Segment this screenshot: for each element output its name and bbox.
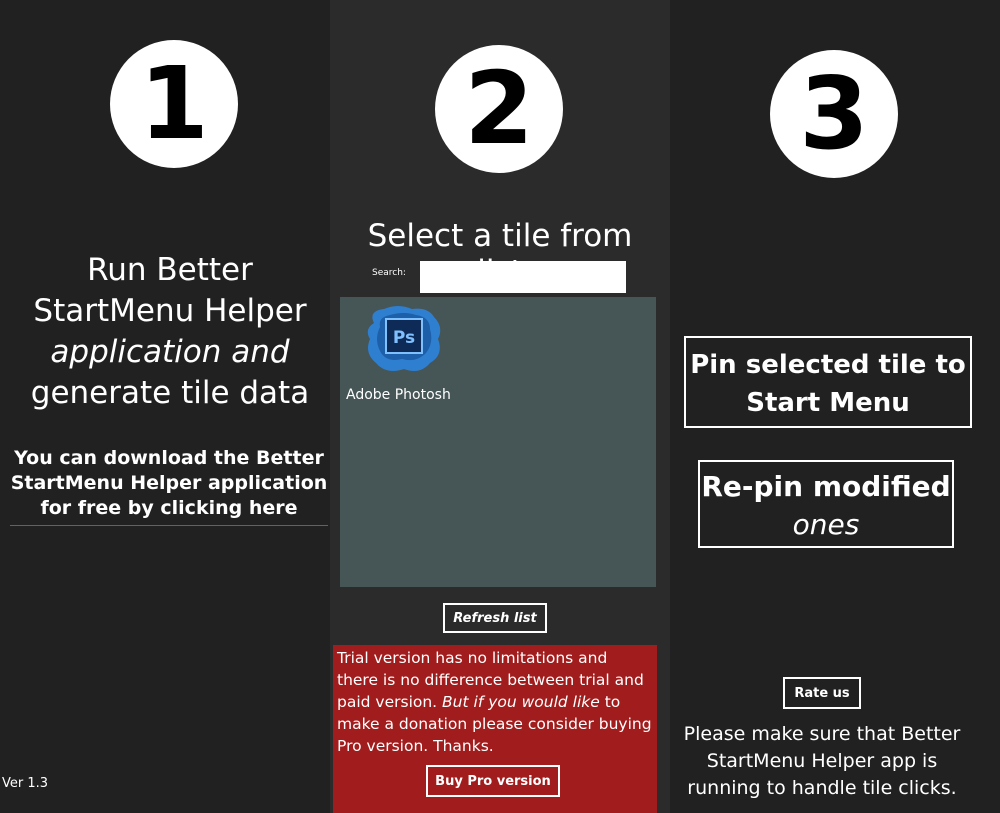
step-3-circle: 3	[770, 50, 898, 178]
search-label: Search:	[372, 268, 406, 278]
rate-us-button[interactable]: Rate us	[783, 677, 861, 709]
trial-text-italic: But if you would like	[442, 693, 600, 711]
step-2-panel: 2 Select a tile from list Search: Ps Ado…	[330, 0, 670, 813]
step-1-panel: 1 Run Better StartMenu Helper applicatio…	[0, 0, 330, 813]
version-label: Ver 1.3	[2, 776, 49, 791]
search-input[interactable]	[420, 261, 626, 293]
step-3-panel: 3 Pin selected tile to Start Menu Re-pin…	[670, 0, 1000, 813]
step-2-circle: 2	[435, 45, 563, 173]
run-line-2: StartMenu Helper	[33, 293, 307, 329]
run-helper-instructions: Run Better StartMenu Helper application …	[20, 250, 320, 414]
run-line-1: Run Better	[87, 252, 253, 288]
download-helper-link[interactable]: You can download the Better StartMenu He…	[10, 446, 328, 526]
run-line-3: application and	[50, 334, 290, 370]
refresh-list-button[interactable]: Refresh list	[443, 603, 547, 633]
repin-label-line-1: Re-pin modified	[701, 470, 951, 503]
trial-notice: Trial version has no limitations and the…	[333, 645, 657, 813]
photoshop-icon: Ps	[367, 306, 441, 371]
helper-running-note: Please make sure that Better StartMenu H…	[683, 723, 961, 799]
tile-list[interactable]: Ps Adobe Photosh	[340, 297, 656, 587]
step-1-circle: 1	[110, 40, 238, 168]
buy-pro-button[interactable]: Buy Pro version	[426, 765, 560, 797]
pin-to-start-button[interactable]: Pin selected tile to Start Menu	[684, 336, 972, 428]
trial-notice-text: Trial version has no limitations and the…	[337, 647, 653, 757]
tile-label: Adobe Photosh	[346, 387, 451, 403]
run-line-4: generate tile data	[30, 375, 310, 411]
trial-text-plain: Trial version has no limitations and the…	[337, 649, 644, 711]
repin-label-line-2: ones	[792, 508, 860, 541]
photoshop-icon-text: Ps	[393, 328, 415, 348]
repin-modified-button[interactable]: Re-pin modified ones	[698, 460, 954, 548]
trial-text-rest: to make a donation please consider buyin…	[337, 693, 652, 755]
